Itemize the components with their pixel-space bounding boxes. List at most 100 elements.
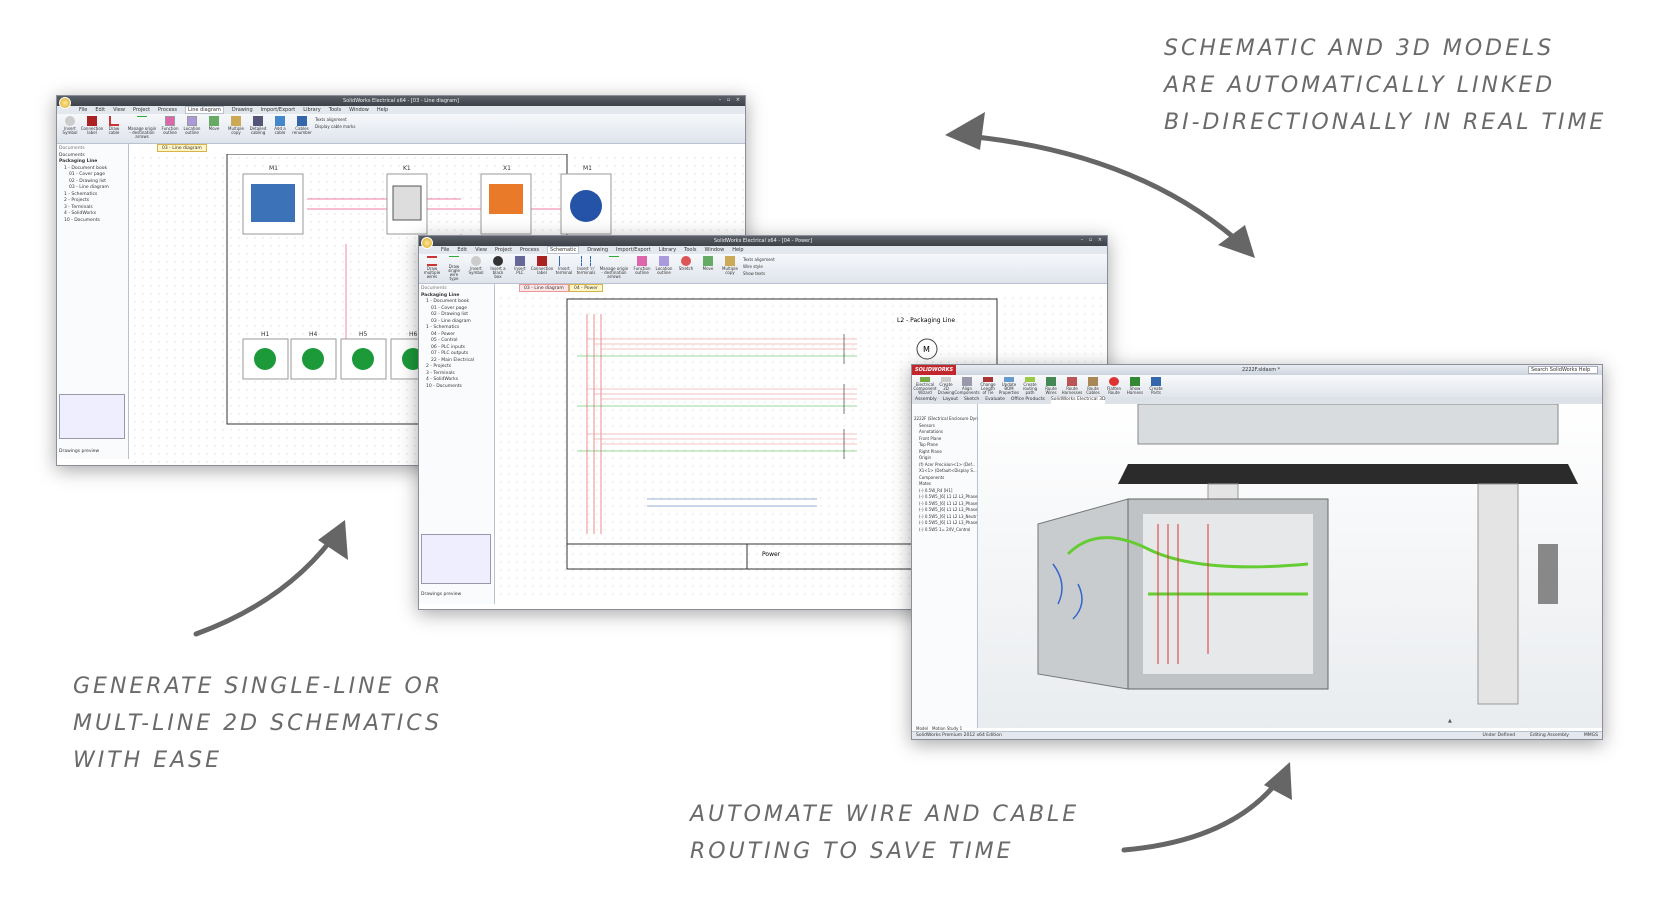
create-routing-path-button[interactable]: Create routing path <box>1021 377 1039 395</box>
window-controls[interactable]: – ▫ × <box>1080 237 1104 243</box>
tab-solidworks-electrical-3d[interactable]: SolidWorks Electrical 3D <box>1050 397 1106 404</box>
tree-item[interactable]: (-) 0.5W5 1= 24V_Control <box>919 526 971 532</box>
menu-schematic[interactable]: Schematic <box>547 246 580 254</box>
tree-item[interactable]: Components <box>919 474 945 480</box>
draw-single-wire-button[interactable]: Draw single wire type <box>445 256 463 281</box>
tree-item[interactable]: 10 - Documents <box>64 217 100 223</box>
route-wires-button[interactable]: Route Wires <box>1042 377 1060 395</box>
tree-item[interactable]: Mates <box>919 481 932 486</box>
app-logo-icon[interactable] <box>421 237 433 249</box>
move-button[interactable]: Move <box>699 256 717 281</box>
manage-arrows-button[interactable]: Manage origin - destination arrows <box>127 116 157 141</box>
connection-label-button[interactable]: Connection label <box>531 256 553 281</box>
route-harnesses-button[interactable]: Route Harnesses <box>1062 377 1082 395</box>
route-cables-button[interactable]: Route Cables <box>1084 377 1102 395</box>
tree-item[interactable]: 1 - Document book <box>64 165 108 171</box>
menu-import-export[interactable]: Import/Export <box>616 247 651 253</box>
insert-terminal-button[interactable]: Insert terminal <box>555 256 573 281</box>
menu-drawing[interactable]: Drawing <box>587 247 609 253</box>
tree-item[interactable]: 3 - Terminals <box>64 204 93 210</box>
tree-item[interactable]: 02 - Drawing list <box>69 178 106 184</box>
draw-multiple-wires-button[interactable]: Draw multiple wires <box>423 256 441 281</box>
tree-item[interactable]: Packaging Line <box>59 159 98 164</box>
menu-process[interactable]: Process <box>520 247 540 253</box>
cables-renumber-button[interactable]: Cables renumber <box>292 116 312 141</box>
insert-plc-button[interactable]: Insert PLC <box>511 256 529 281</box>
solidworks-logo[interactable]: SOLIDWORKS <box>912 365 957 375</box>
tree-item[interactable]: 1 - Schematics <box>64 191 98 197</box>
display-cable-marks-button[interactable]: Display cable marks <box>315 124 356 129</box>
connection-label-button[interactable]: Connection label <box>81 116 103 141</box>
tree-item[interactable]: 02 - Drawing list <box>431 312 468 317</box>
doc-tab-line-diagram[interactable]: 03 - Line diagram <box>157 144 207 152</box>
tree-item[interactable]: Front Plane <box>919 435 942 441</box>
insert-black-box-button[interactable]: Insert a black box <box>489 256 507 281</box>
create-2d-drawing-button[interactable]: Create 2D Drawing <box>937 377 955 395</box>
wire-style-button[interactable]: Wire style <box>743 264 763 269</box>
doc-tab-line-diagram[interactable]: 03 - Line diagram <box>519 284 569 292</box>
align-components-button[interactable]: Align Components <box>954 377 980 395</box>
tab-evaluate[interactable]: Evaluate <box>985 397 1005 402</box>
tree-item[interactable]: 3 - Terminals <box>426 370 455 376</box>
tree-item[interactable]: 01 - Cover page <box>69 172 106 177</box>
menu-view[interactable]: View <box>113 107 125 113</box>
tree-item[interactable]: Sensors <box>919 422 935 428</box>
menu-tools[interactable]: Tools <box>684 247 697 253</box>
insert-n-terminals-button[interactable]: Insert 'n' terminals <box>577 256 595 281</box>
tab-assembly[interactable]: Assembly <box>915 397 937 402</box>
change-length-button[interactable]: Change Length of Tie <box>979 377 997 395</box>
tree-item[interactable]: X1<1> (Default<Display S... <box>919 468 977 473</box>
menu-edit[interactable]: Edit <box>457 247 468 253</box>
insert-symbol-button[interactable]: Insert Symbol <box>61 116 79 141</box>
tree-item[interactable]: 03 - Line diagram <box>69 185 109 190</box>
tree-item[interactable]: (-) 0.5W5_[6] L1 L2 L3_Phase <box>919 520 978 525</box>
menu-library[interactable]: Library <box>658 247 677 253</box>
window-controls[interactable]: – ▫ × <box>718 97 742 103</box>
menu-process[interactable]: Process <box>158 107 178 113</box>
status-units[interactable]: MMGS <box>1583 733 1598 738</box>
tree-item[interactable]: 2222F (Electrical Enclosure Dyn... <box>914 416 982 421</box>
menu-import-export[interactable]: Import/Export <box>260 107 296 113</box>
drawing-preview-thumbnail[interactable] <box>421 534 491 584</box>
menu-library[interactable]: Library <box>303 107 321 113</box>
drawings-preview-label[interactable]: Drawings preview <box>59 449 100 454</box>
tree-item[interactable]: (-) 0.5W5_[6] L1 L2 L3_Neutr <box>919 513 977 519</box>
app-logo-icon[interactable] <box>59 97 71 109</box>
tree-item[interactable]: 2 - Projects <box>426 364 452 369</box>
tab-motion-study[interactable]: Motion Study 1 <box>932 726 963 731</box>
menu-view[interactable]: View <box>475 247 487 253</box>
tree-item[interactable]: (f) Acer Precision<1> (Def... <box>919 461 976 467</box>
detailed-cabling-button[interactable]: Detailed cabling <box>249 116 267 141</box>
menu-drawing[interactable]: Drawing <box>231 107 253 113</box>
tree-item[interactable]: (-) 0.5W5_[6] L1 L2 L3_Phase <box>919 494 978 499</box>
menu-tools[interactable]: Tools <box>328 107 342 113</box>
tab-model[interactable]: Model <box>916 726 929 731</box>
stretch-button[interactable]: Stretch <box>677 256 695 281</box>
tree-item[interactable]: 03 - Line diagram <box>431 318 471 324</box>
tree-item[interactable]: Right Plane <box>919 448 942 454</box>
tree-item[interactable]: Origin <box>919 455 932 460</box>
drawings-preview-label[interactable]: Drawings preview <box>421 592 462 597</box>
insert-symbol-button[interactable]: Insert Symbol <box>467 256 485 281</box>
texts-alignment-button[interactable]: Texts alignment <box>315 117 347 122</box>
component-wizard-button[interactable]: Electrical Component Wizard <box>913 377 937 395</box>
menu-project[interactable]: Project <box>132 107 151 113</box>
tree-item[interactable]: 22 - Main Electrical <box>431 357 475 363</box>
doc-tab-power[interactable]: 04 - Power <box>569 284 603 292</box>
create-parts-button[interactable]: Create Parts <box>1147 377 1165 395</box>
tree-item[interactable]: Packaging Line <box>421 292 460 298</box>
drawing-preview-thumbnail[interactable] <box>59 394 125 439</box>
tree-item[interactable]: 4 - SolidWorks <box>426 377 459 382</box>
function-outline-button[interactable]: Function outline <box>633 256 651 281</box>
show-harness-button[interactable]: Show Harness <box>1126 377 1144 395</box>
draw-cable-button[interactable]: Draw cable <box>105 116 123 141</box>
tree-item[interactable]: 01 - Cover page <box>431 305 468 311</box>
menu-edit[interactable]: Edit <box>95 107 106 113</box>
tab-layout[interactable]: Layout <box>942 397 959 402</box>
search-help-input[interactable]: Search SolidWorks Help <box>1528 366 1598 374</box>
menu-project[interactable]: Project <box>494 247 513 253</box>
multiple-copy-button[interactable]: Multiple copy <box>721 256 739 281</box>
tree-item[interactable]: 1 - Schematics <box>426 325 460 330</box>
tree-item[interactable]: 4 - SolidWorks <box>64 211 97 216</box>
menu-window[interactable]: Window <box>349 107 369 113</box>
